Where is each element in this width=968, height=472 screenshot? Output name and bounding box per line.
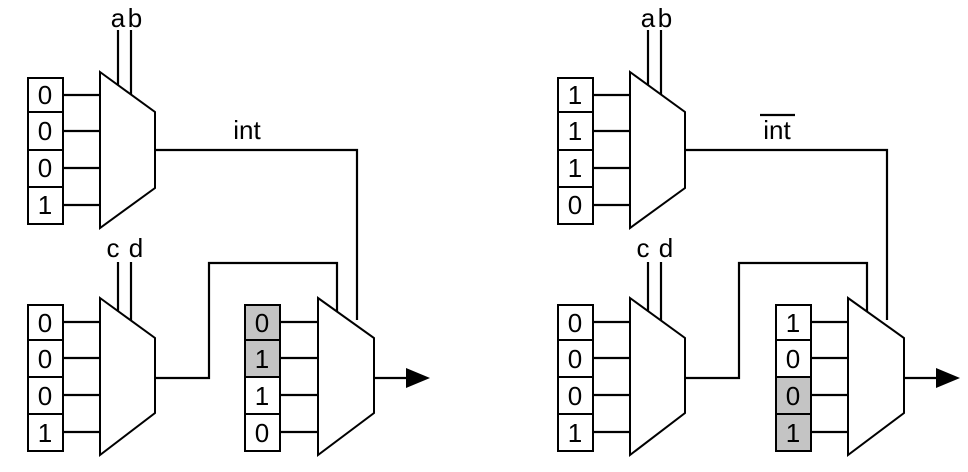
input-cell — [557, 111, 594, 151]
select-label-b: b — [128, 3, 142, 33]
input-value: 1 — [568, 80, 582, 110]
mux-final — [317, 296, 375, 457]
final-input-value: 0 — [255, 418, 269, 448]
int-wire — [155, 148, 359, 320]
input-cell — [27, 149, 64, 188]
mux-top — [99, 70, 156, 230]
input-value: 1 — [38, 418, 52, 448]
input-cell — [557, 413, 594, 452]
int-bar-label: int — [763, 115, 791, 145]
select-label-c: c — [637, 233, 650, 263]
input-cell — [27, 186, 64, 225]
input-value: 1 — [568, 153, 582, 183]
input-value: 0 — [38, 344, 52, 374]
final-mux-group: 0 1 1 0 — [244, 296, 430, 457]
output-arrow-icon — [406, 368, 430, 388]
input-value: 0 — [568, 190, 582, 220]
top-mux-group: a b 1 1 1 0 — [557, 3, 686, 230]
input-value: 0 — [38, 80, 52, 110]
final-input-value: 1 — [255, 344, 269, 374]
final-input-value: 0 — [255, 308, 269, 338]
input-value: 0 — [568, 308, 582, 338]
final-input-cell — [775, 413, 812, 452]
input-cell — [557, 186, 594, 225]
final-input-value: 0 — [786, 381, 800, 411]
int-label: int — [233, 115, 261, 145]
input-value: 0 — [568, 381, 582, 411]
input-value: 1 — [568, 418, 582, 448]
input-cell — [27, 376, 64, 415]
select-label-b: b — [658, 3, 672, 33]
final-input-value: 0 — [786, 344, 800, 374]
select-label-c: c — [107, 233, 120, 263]
output-arrow-icon — [936, 368, 960, 388]
select-wire — [155, 261, 339, 380]
final-input-cell — [775, 339, 812, 378]
input-value: 0 — [38, 381, 52, 411]
mux-bottom — [629, 296, 686, 458]
input-value: 0 — [568, 344, 582, 374]
select-label-d: d — [129, 233, 143, 263]
input-value: 0 — [38, 308, 52, 338]
top-mux-group: a b 0 0 0 1 — [27, 3, 156, 230]
final-mux-group: 1 0 0 1 — [775, 296, 960, 457]
panel-left: a b 0 0 0 1 int c d — [27, 3, 430, 458]
mux-final — [847, 296, 905, 457]
bottom-mux-group: c d 0 0 0 1 — [557, 233, 686, 458]
final-input-value: 1 — [786, 418, 800, 448]
panel-right: a b 1 1 1 0 int c d — [557, 3, 960, 458]
mux-bottom — [99, 296, 156, 458]
input-cell — [557, 77, 594, 113]
bottom-mux-group: c d 0 0 0 1 — [27, 233, 156, 458]
select-label-a: a — [641, 3, 656, 33]
final-input-cell — [775, 304, 812, 341]
final-input-value: 1 — [786, 308, 800, 338]
final-input-value: 1 — [255, 381, 269, 411]
mux-top — [629, 70, 686, 230]
select-label-d: d — [659, 233, 673, 263]
select-label-a: a — [111, 3, 126, 33]
input-cell — [27, 413, 64, 452]
input-value: 1 — [38, 190, 52, 220]
input-value: 0 — [38, 153, 52, 183]
input-value: 0 — [38, 116, 52, 146]
int-wire — [685, 148, 889, 320]
input-cell — [27, 339, 64, 378]
select-wire — [685, 261, 869, 380]
input-value: 1 — [568, 116, 582, 146]
